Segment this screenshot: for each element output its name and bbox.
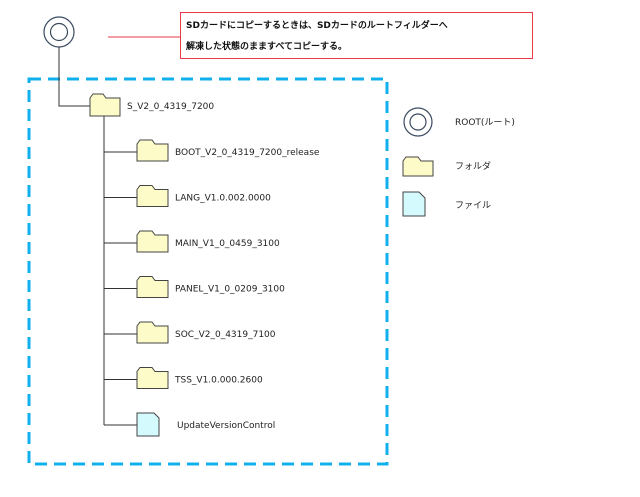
tree-item[interactable]: LANG_V1.0.002.0000 <box>136 185 271 207</box>
folder-icon <box>136 367 169 389</box>
tree-item[interactable]: UpdateVersionControl <box>136 412 275 437</box>
folder-icon <box>136 230 169 253</box>
legend-root-label: ROOT(ルート) <box>455 118 515 128</box>
note-line-1: SDカードにコピーするときは、SDカードのルートフィルダーへ <box>186 21 448 31</box>
legend-folder-label: フォルダ <box>455 160 491 172</box>
folder-name: PANEL_V1_0_0209_3100 <box>175 285 285 295</box>
tree-item[interactable]: SOC_V2_0_4319_7100 <box>136 321 276 344</box>
tree-item[interactable]: PANEL_V1_0_0209_3100 <box>136 276 285 298</box>
tree-item[interactable]: BOOT_V2_0_4319_7200_release <box>136 139 320 162</box>
tree-item[interactable]: TSS_V1.0.000.2600 <box>136 367 263 389</box>
legend-file-icon <box>402 191 426 217</box>
root-circle-icon <box>43 16 75 48</box>
folder-icon <box>136 321 169 344</box>
sd-card-root-region <box>27 77 389 466</box>
folder-icon <box>136 139 169 162</box>
file-name: UpdateVersionControl <box>177 421 275 431</box>
file-icon <box>136 412 160 437</box>
folder-icon <box>136 185 169 207</box>
top-folder-name: S_V2_0_4319_7200 <box>127 102 214 112</box>
tree-lines <box>58 47 137 426</box>
note-line-2: 解凍した状態のまますべてコピーする。 <box>186 42 348 52</box>
note-callout <box>180 12 533 59</box>
folder-name: MAIN_V1_0_0459_3100 <box>175 239 280 249</box>
folder-name: SOC_V2_0_4319_7100 <box>175 330 276 340</box>
legend: ROOT(ルート) フォルダ ファイル <box>402 107 515 217</box>
tree-item[interactable]: MAIN_V1_0_0459_3100 <box>136 230 280 253</box>
folder-icon <box>89 93 121 117</box>
folder-icon <box>136 276 169 298</box>
folder-name: LANG_V1.0.002.0000 <box>175 194 271 204</box>
legend-file-label: ファイル <box>455 201 491 211</box>
folder-name: TSS_V1.0.000.2600 <box>174 376 263 386</box>
note-text: SDカードにコピーするときは、SDカードのルートフィルダーへ 解凍した状態のまま… <box>186 16 531 58</box>
tree-item-top-folder[interactable]: S_V2_0_4319_7200 <box>89 93 214 117</box>
legend-root-icon <box>403 107 433 137</box>
legend-folder-icon <box>402 156 434 177</box>
folder-name: BOOT_V2_0_4319_7200_release <box>175 148 320 158</box>
